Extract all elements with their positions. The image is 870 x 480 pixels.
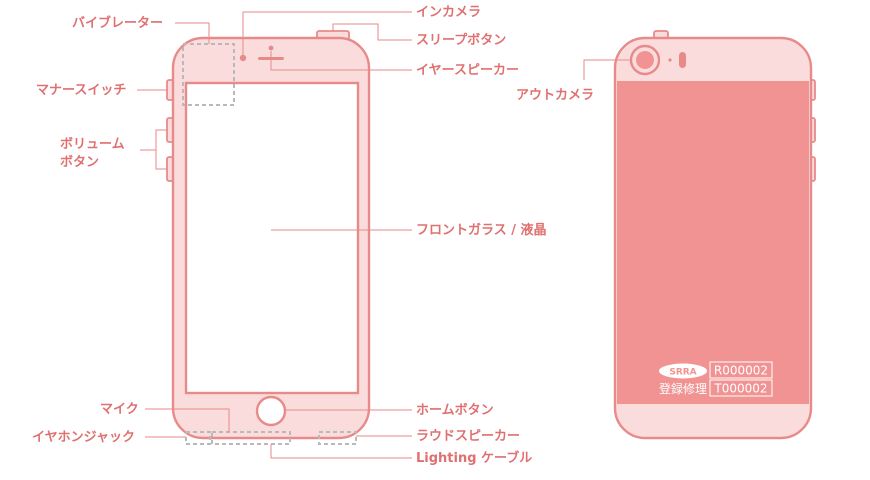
rear-flash-part [679, 52, 686, 68]
code-r-text: R000002 [714, 364, 768, 378]
labels: バイブレーター インカメラ スリープボタン イヤースピーカー マナースイッチ ボ… [32, 5, 594, 466]
label-rear-camera: アウトカメラ [516, 88, 594, 103]
srra-logo-text: SRRA [669, 368, 696, 378]
vibrator-leader [175, 22, 210, 44]
loud-speaker-area [318, 431, 357, 445]
ear-speaker-leader [270, 51, 412, 71]
lightning-port-area [211, 431, 291, 445]
srra-plate: SRRA 登録修理 R000002 T000002 [659, 361, 773, 397]
front-glass-screen [184, 81, 360, 395]
label-lightning-cable: Lighting ケーブル [416, 450, 532, 466]
leader-lines [137, 11, 631, 459]
label-front-camera: インカメラ [416, 5, 481, 20]
earphone-jack-area [185, 431, 211, 445]
front-camera-part [239, 54, 247, 62]
label-volume-line1: ボリューム [60, 136, 125, 152]
code-t-text: T000002 [713, 382, 767, 396]
label-front-glass: フロントガラス / 液晶 [416, 222, 547, 238]
label-ear-speaker: イヤースピーカー [416, 63, 519, 78]
label-mute-switch: マナースイッチ [36, 83, 126, 98]
code-t-box [709, 379, 773, 397]
lightning-leader [270, 444, 412, 459]
home-button-part [255, 395, 287, 427]
microphone-leader [145, 408, 230, 432]
front-view [166, 30, 371, 445]
code-r-box [709, 361, 773, 379]
mic-dot-part [668, 58, 672, 62]
label-home-button: ホームボタン [416, 402, 494, 418]
rear-camera-leader [583, 59, 631, 80]
back-color-panel [617, 81, 809, 404]
label-vibrator: バイブレーター [72, 15, 163, 31]
back-view: SRRA 登録修理 R000002 T000002 [613, 30, 816, 440]
srra-logo-icon [659, 363, 707, 379]
registered-repair-text: 登録修理 [659, 381, 707, 396]
label-loud-speaker: ラウドスピーカー [416, 429, 520, 444]
sleep-button-leader [332, 23, 412, 41]
label-earphone-jack: イヤホンジャック [32, 430, 135, 445]
proximity-sensor-part [268, 45, 274, 51]
label-microphone: マイク [100, 402, 139, 417]
front-camera-leader [242, 11, 412, 55]
label-volume-line2: ボタン [60, 154, 99, 170]
rear-camera-lens-icon [636, 51, 654, 69]
label-sleep-button: スリープボタン [416, 32, 506, 48]
volume-leader [155, 129, 167, 170]
